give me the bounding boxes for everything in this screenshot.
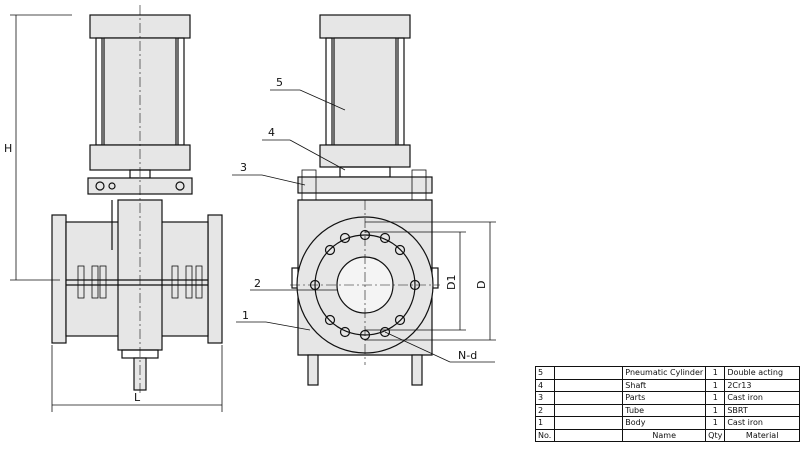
row-material: Cast iron xyxy=(724,391,800,405)
dim-L: L xyxy=(134,391,141,404)
callout-3: 3 xyxy=(240,161,247,174)
row-qty: 1 xyxy=(705,403,726,417)
row-material: SBRT xyxy=(724,403,800,417)
callout-5: 5 xyxy=(276,76,283,89)
front-view: D1 D N-d 5 4 3 2 1 xyxy=(232,14,496,386)
row-name: Parts xyxy=(622,391,707,405)
row-qty: 1 xyxy=(705,391,726,405)
row-no: 3 xyxy=(535,391,555,405)
row-no: 2 xyxy=(535,403,555,417)
row-qty: 1 xyxy=(705,416,726,430)
right-flange xyxy=(207,214,223,344)
row-no: 1 xyxy=(535,416,555,430)
row-material: Double acting xyxy=(724,366,800,380)
callout-4: 4 xyxy=(268,126,275,139)
row-name: Pneumatic Cylinder xyxy=(622,366,707,380)
row-qty: 1 xyxy=(705,378,726,392)
row-blank xyxy=(553,366,624,380)
row-blank xyxy=(553,416,624,430)
row-blank xyxy=(553,391,624,405)
row-material: Cast iron xyxy=(724,416,800,430)
row-qty: 1 xyxy=(705,366,726,380)
dim-H: H xyxy=(4,142,12,155)
side-view: H L xyxy=(4,5,223,412)
callout-2: 2 xyxy=(254,277,261,290)
row-name: Body xyxy=(622,416,707,430)
header-qty: Qty xyxy=(705,428,726,442)
header-no: No. xyxy=(535,428,555,442)
dim-D1: D1 xyxy=(445,275,458,290)
row-blank xyxy=(553,403,624,417)
bolt-holes xyxy=(309,229,421,341)
dim-N-d: N-d xyxy=(458,349,477,362)
row-blank xyxy=(553,378,624,392)
table-header-row: No. Name Qty Material xyxy=(535,428,800,442)
row-name: Tube xyxy=(622,403,707,417)
header-material: Material xyxy=(724,428,800,442)
row-no: 5 xyxy=(535,366,555,380)
callout-1: 1 xyxy=(242,309,249,322)
row-material: 2Cr13 xyxy=(724,378,800,392)
row-no: 4 xyxy=(535,378,555,392)
left-flange xyxy=(51,214,67,344)
header-blank xyxy=(553,428,624,442)
row-name: Shaft xyxy=(622,378,707,392)
header-name: Name xyxy=(622,428,707,442)
dim-D: D xyxy=(475,281,488,289)
